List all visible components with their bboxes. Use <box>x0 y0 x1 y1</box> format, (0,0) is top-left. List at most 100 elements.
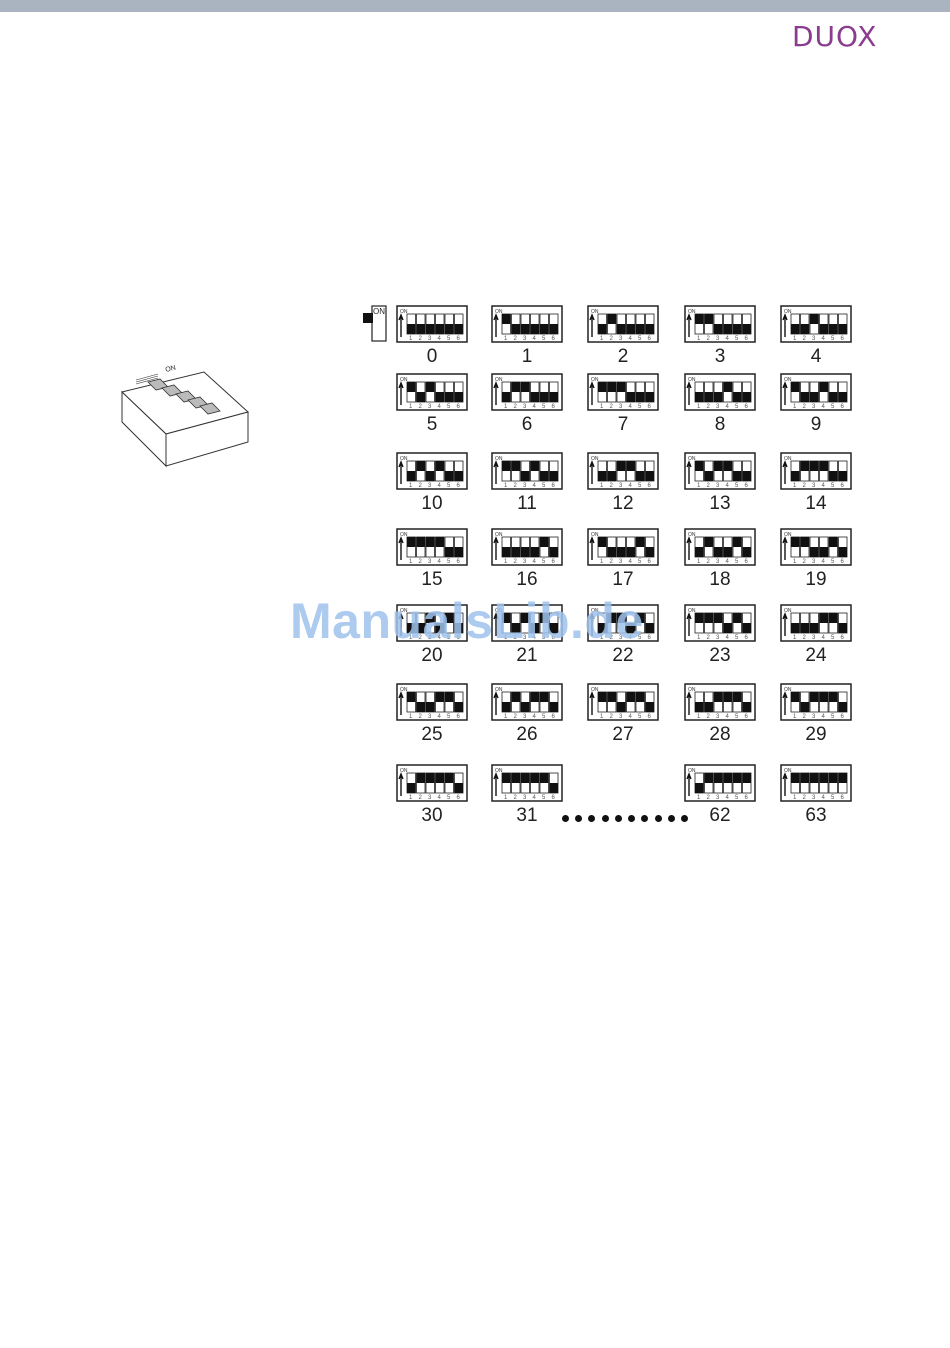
switch-knob-on <box>540 537 549 547</box>
switch-knob-on <box>626 692 635 702</box>
switch-knob-off <box>645 547 654 557</box>
switch-knob-off <box>791 623 800 633</box>
switch-knob-on <box>819 692 828 702</box>
switch-number: 1 <box>409 404 413 410</box>
on-arrow-icon <box>686 691 692 715</box>
switch-knob-off <box>626 324 635 334</box>
switch-knob-off <box>454 471 463 481</box>
switch-number: 2 <box>610 559 614 565</box>
switch-knob-on <box>445 613 454 623</box>
on-arrow-icon <box>686 772 692 796</box>
switch-knob-on <box>810 314 819 324</box>
switch-number: 3 <box>523 714 527 720</box>
switch-knob-off <box>549 783 558 793</box>
switch-knob-on <box>617 382 626 392</box>
switch-knob-off <box>454 783 463 793</box>
switch-knob-off <box>838 702 847 712</box>
switch-number: 3 <box>716 795 720 801</box>
switch-knob-off <box>454 623 463 633</box>
switch-knob-on <box>607 382 616 392</box>
address-number: 28 <box>709 724 731 745</box>
dip-on-label: ON <box>400 608 408 614</box>
switch-number: 2 <box>803 635 807 641</box>
switch-knob-on <box>636 692 645 702</box>
switch-number: 6 <box>841 714 845 720</box>
switch-knob-off <box>540 471 549 481</box>
dip-on-label: ON <box>591 608 599 614</box>
address-number: 6 <box>521 414 533 435</box>
dip-on-label: ON <box>784 687 792 693</box>
switch-knob-off <box>645 702 654 712</box>
switch-knob-off <box>598 324 607 334</box>
address-number: 23 <box>709 645 731 666</box>
switch-number: 2 <box>419 795 423 801</box>
switch-number: 4 <box>629 559 633 565</box>
switch-knob-off <box>435 324 444 334</box>
switch-number: 3 <box>523 795 527 801</box>
switch-knob-off <box>511 623 520 633</box>
address-number: 63 <box>805 805 827 826</box>
switch-number: 4 <box>438 336 442 342</box>
switch-number: 2 <box>514 559 518 565</box>
switch-number: 5 <box>638 559 642 565</box>
dip-on-label: ON <box>688 309 696 315</box>
address-number: 26 <box>516 724 538 745</box>
top-bar <box>0 0 950 12</box>
switch-number: 3 <box>716 404 720 410</box>
dip-on-label: ON <box>591 309 599 315</box>
switch-number: 5 <box>831 635 835 641</box>
switch-number: 6 <box>841 404 845 410</box>
switch-knob-on <box>435 537 444 547</box>
dip-on-label: ON <box>784 377 792 383</box>
switch-number: 6 <box>552 559 556 565</box>
switch-number: 5 <box>447 714 451 720</box>
switch-number: 1 <box>697 559 701 565</box>
switch-knob-off <box>617 547 626 557</box>
address-number: 12 <box>612 493 634 514</box>
switch-number: 3 <box>428 559 432 565</box>
on-arrow-icon <box>686 536 692 560</box>
switch-number: 3 <box>716 559 720 565</box>
dip-on-label: ON <box>784 608 792 614</box>
dip-on-label: ON <box>400 377 408 383</box>
switch-knob-on <box>810 461 819 471</box>
switch-knob-off <box>502 547 511 557</box>
switch-number: 2 <box>514 336 518 342</box>
address-number: 1 <box>521 346 533 367</box>
switch-number: 1 <box>600 559 604 565</box>
switch-number: 3 <box>523 559 527 565</box>
address-number: 4 <box>810 346 822 367</box>
switch-number: 2 <box>803 795 807 801</box>
legend-on-label: ON <box>373 307 385 316</box>
switch-number: 5 <box>735 795 739 801</box>
dip-on-label: ON <box>688 456 696 462</box>
switch-number: 5 <box>735 559 739 565</box>
switch-knob-off <box>704 471 713 481</box>
dip-on-label: ON <box>784 456 792 462</box>
switch-knob-on <box>607 692 616 702</box>
on-arrow-icon <box>493 381 499 405</box>
switch-knob-off <box>733 392 742 402</box>
switch-knob-on <box>733 773 742 783</box>
switch-number: 3 <box>428 336 432 342</box>
on-arrow-icon <box>782 691 788 715</box>
address-number: 20 <box>421 645 443 666</box>
switch-number: 5 <box>831 795 835 801</box>
address-number: 25 <box>421 724 443 745</box>
address-number: 13 <box>709 493 731 514</box>
brand-logo: DUOX <box>792 20 878 53</box>
address-number: 14 <box>805 493 827 514</box>
switch-number: 5 <box>831 483 835 489</box>
on-arrow-icon <box>782 612 788 636</box>
switch-knob-off <box>454 547 463 557</box>
on-arrow-icon <box>398 772 404 796</box>
